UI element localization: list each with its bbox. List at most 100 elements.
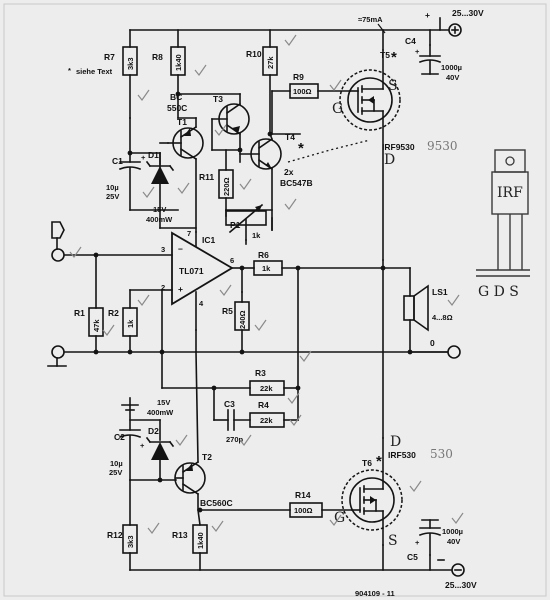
svg-text:1k40: 1k40 [196,532,205,549]
svg-text:R2: R2 [108,308,119,318]
svg-text:*: * [298,140,304,157]
resistor-r13: 1k40 R13 [172,509,208,554]
svg-text:R4: R4 [258,400,269,410]
resistor-r14: 100Ω R14 [199,490,353,518]
output-ground-terminal: 0 [409,338,461,359]
svg-text:R5: R5 [222,306,233,316]
svg-text:2: 2 [161,283,165,292]
svg-text:25V: 25V [106,192,119,201]
svg-text:R11: R11 [199,172,214,182]
svg-text:BC547B: BC547B [280,178,313,188]
t5-pin-d-label: D [384,152,395,168]
positive-rail [129,29,453,51]
svg-text:IRF9530: IRF9530 [382,142,415,152]
capacitor-c5: + C5 1000µ 40V [407,519,463,562]
svg-text:T5: T5 [380,50,390,60]
svg-text:22k: 22k [260,416,273,425]
resistor-r11: 220Ω R11 [199,149,234,211]
svg-text:IC1: IC1 [202,235,216,245]
resistor-r9: 100Ω R9 [271,72,351,99]
svg-text:1k: 1k [126,319,135,328]
svg-text:R10: R10 [246,49,262,59]
svg-text:R14: R14 [295,490,311,500]
mosfet-t6: T6 * IRF530 530 D G S [334,434,453,549]
svg-text:9530: 9530 [427,139,458,153]
svg-text:400mW: 400mW [147,408,174,417]
supply-bottom-terminal: 25...30V [437,559,477,590]
svg-text:40V: 40V [446,73,459,82]
svg-text:7: 7 [187,229,191,238]
resistor-r5: 240Ω R5 [222,291,250,353]
svg-text:270p: 270p [226,435,244,444]
svg-text:R7: R7 [104,52,115,62]
transistor-t2: T2 BC560C [174,351,233,511]
svg-text:47k: 47k [92,319,101,332]
supply-top-label: 25...30V [452,8,484,18]
mosfet-t5: T5 * S G D IRF9530 9530 [332,49,458,261]
resistor-r4: 22k R4 [249,400,299,428]
svg-text:100Ω: 100Ω [293,87,312,96]
svg-text:3k3: 3k3 [126,57,135,70]
svg-text:LS1: LS1 [432,287,448,297]
svg-text:IRF530: IRF530 [388,450,416,460]
svg-text:C4: C4 [405,36,416,46]
svg-text:*: * [68,66,71,75]
resistor-r6: 1k R6 [241,250,411,276]
resistor-r7: 3k3 R7 [104,46,138,119]
svg-text:27k: 27k [266,56,275,69]
svg-text:+: + [415,538,420,547]
svg-text:D2: D2 [148,426,159,436]
t6-pin-d-label: D [390,434,401,450]
svg-text:0: 0 [430,338,435,348]
zener-diode-d1: D1 15V 400mW [145,150,175,224]
capacitor-c4: + C4 1000µ 40V [405,36,462,82]
svg-text:C5: C5 [407,552,418,562]
svg-text:4: 4 [199,299,204,308]
svg-text:T2: T2 [202,452,212,462]
svg-text:1k40: 1k40 [174,54,183,71]
svg-text:T6: T6 [362,458,372,468]
package-pinout-label: G D S [478,284,519,300]
svg-text:+: + [425,10,430,20]
figure-number: 904109 - 11 [355,589,395,598]
supply-top-terminal: + 25...30V [425,8,484,37]
svg-text:BC: BC [170,92,182,102]
negative-rail [129,544,456,571]
svg-text:25V: 25V [109,468,122,477]
transistor-t3: T3 [177,93,250,163]
paper-border [3,3,547,597]
thermal-coupling-line [287,139,371,163]
svg-text:P1: P1 [230,220,241,230]
svg-text:1000µ: 1000µ [441,63,462,72]
svg-text:C1: C1 [112,156,123,166]
resistor-r2: 1k R2 [108,289,138,353]
t5-pin-s-label: S [388,78,398,94]
input-terminal [47,221,67,367]
supply-current-label: ≈75mA [358,15,383,24]
svg-text:6: 6 [230,256,234,265]
svg-text:220Ω: 220Ω [222,177,231,196]
svg-text:*: * [391,49,397,66]
opamp-ic1: − + TL071 IC1 3 2 7 4 6 [161,229,234,308]
capacitor-c2: + C2 10µ 25V [109,429,145,481]
svg-text:10µ: 10µ [110,459,123,468]
svg-text:1k: 1k [252,231,261,240]
pencil-tick-marks [69,34,464,535]
svg-text:+: + [415,47,420,56]
svg-text:R8: R8 [152,52,163,62]
svg-text:+: + [141,153,146,162]
supply-bottom-label: 25...30V [445,580,477,590]
svg-text:−: − [178,244,183,254]
svg-text:TL071: TL071 [179,266,204,276]
svg-text:+: + [178,284,183,294]
resistor-r8: 1k40 R8 [152,46,186,119]
svg-text:40V: 40V [447,537,460,546]
svg-text:550C: 550C [167,103,187,113]
svg-text:C2: C2 [114,432,125,442]
svg-text:R6: R6 [258,250,269,260]
svg-text:4...8Ω: 4...8Ω [432,313,453,322]
transistor-t1: BC 550C T1 [159,92,204,233]
svg-text:3: 3 [161,245,165,254]
svg-text:240Ω: 240Ω [238,310,247,329]
